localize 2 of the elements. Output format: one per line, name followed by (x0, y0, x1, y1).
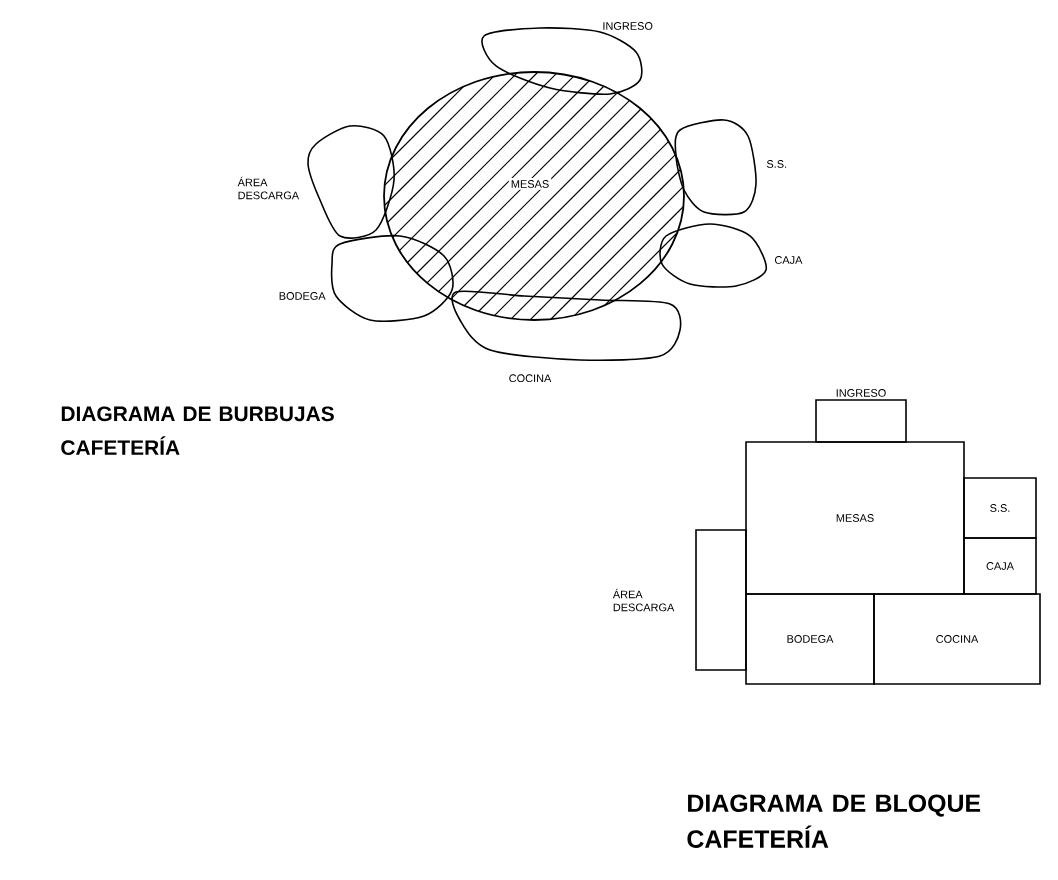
diagram-label: DIAGRAMA DE BLOQUE CAFETERÍA (687, 794, 981, 848)
diagram-label: DIAGRAMA DE BURBUJAS CAFETERÍA (61, 406, 334, 456)
